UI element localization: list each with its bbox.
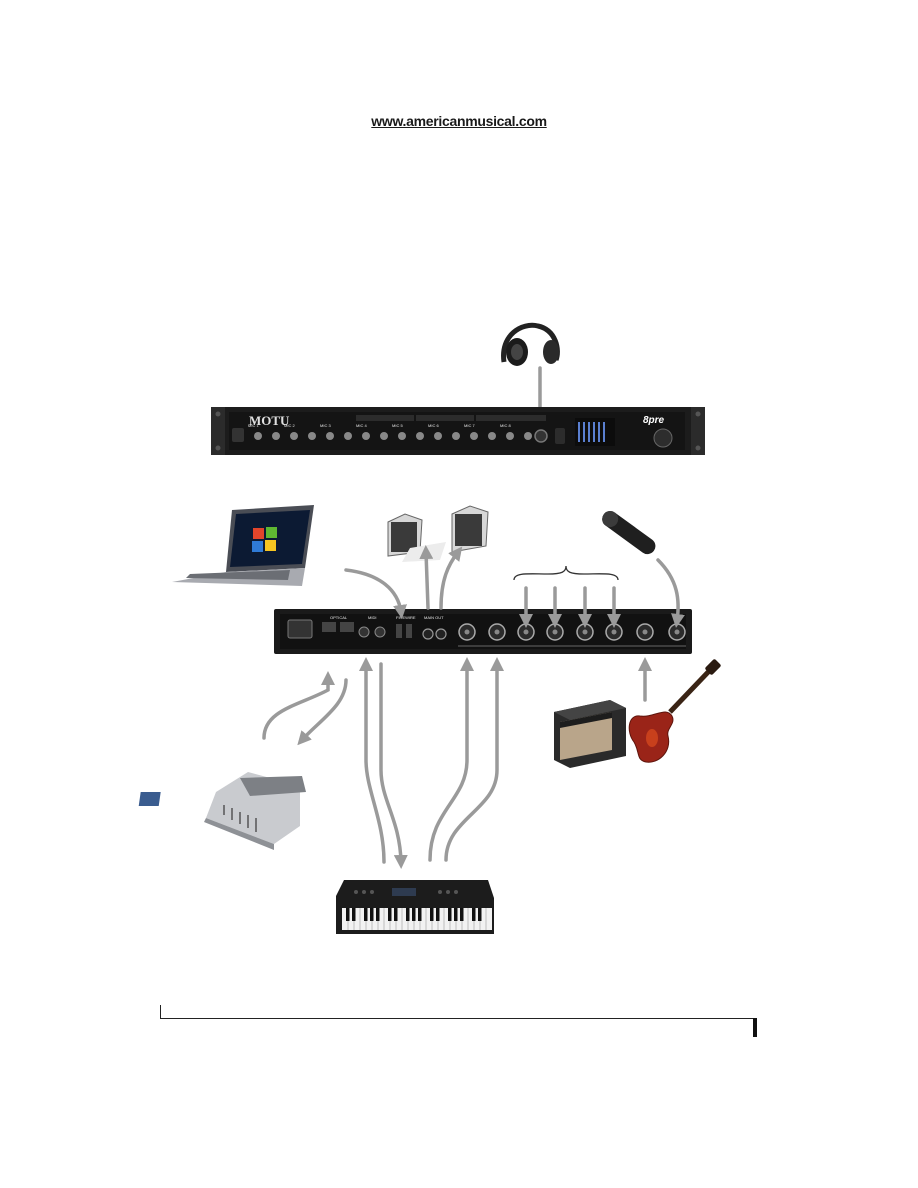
front-label-mic-5: MIC 5 [392, 423, 403, 428]
firewire-port-2 [406, 624, 412, 638]
rear-label-midi: MIDI [368, 615, 376, 620]
device-model-logo: 8pre [643, 415, 665, 426]
front-label-mic-8: MIC 8 [500, 423, 511, 428]
volume-knob [653, 428, 673, 448]
keyboard-audio-cable-2 [444, 657, 504, 862]
firewire-cable-laptop [344, 568, 407, 619]
mic-preamp-6 [434, 432, 460, 440]
midi-in-port [358, 626, 370, 638]
website-url-link[interactable]: www.americanmusical.com [371, 113, 547, 129]
mic-preamp-7 [470, 432, 496, 440]
mic-preamp-8 [506, 432, 532, 440]
optical-in-port [322, 622, 336, 632]
mic-preamp-1 [254, 432, 280, 440]
front-label-mic-3: MIC 3 [320, 423, 331, 428]
digital-mixer-icon [138, 772, 306, 850]
studio-monitor-right-icon [451, 505, 489, 553]
mic-preamp-4 [362, 432, 388, 440]
keyboard-audio-cable-1 [428, 657, 474, 862]
midi-out-port [374, 626, 386, 638]
device-brand-label: MOTU [249, 413, 290, 428]
guitar-amp-icon [554, 700, 626, 768]
mic-preamp-3 [326, 432, 352, 440]
midi-cable-out [359, 657, 386, 864]
page-edge-tab [753, 1018, 757, 1037]
headphones-icon [501, 322, 560, 366]
front-label-mic-6: MIC 6 [428, 423, 439, 428]
midi-cable-in [379, 662, 408, 869]
monitor-cable-right [439, 546, 463, 610]
monitor-cable-left [419, 545, 434, 610]
optical-cable-from-panel [297, 678, 348, 746]
laptop-icon [172, 505, 314, 586]
mic-preamp-5 [398, 432, 424, 440]
front-label-mic-1: MIC 1 [248, 423, 259, 428]
electric-guitar-icon [628, 659, 721, 763]
front-label-mic-7: MIC 7 [464, 423, 475, 428]
motu-8pre-front-panel: MOTU MIC 1 MIC 2 MIC 3 MIC 4 MIC 5 MIC 6… [211, 407, 705, 455]
motu-8pre-rear-panel: OPTICAL MIDI FIREWIRE MAIN OUT [274, 609, 692, 654]
front-label-mic-2: MIC 2 [284, 423, 295, 428]
level-meters [575, 418, 615, 446]
rear-label-firewire: FIREWIRE [396, 615, 416, 620]
rear-label-main-out: MAIN OUT [424, 615, 444, 620]
footer-left-tick [160, 1005, 161, 1019]
microphone-cable [656, 558, 685, 628]
mic-preamp-2 [290, 432, 316, 440]
main-out-right-jack [435, 628, 447, 640]
front-label-mic-4: MIC 4 [356, 423, 367, 428]
headphone-jack [534, 429, 548, 443]
microphone-icon [602, 511, 656, 555]
main-out-left-jack [422, 628, 434, 640]
inputs-group-bracket [513, 565, 619, 581]
firewire-port-1 [396, 624, 402, 638]
rear-label-optical: OPTICAL [330, 615, 348, 620]
power-inlet [287, 619, 313, 639]
optical-cable-to-panel [262, 671, 335, 740]
optical-out-port [340, 622, 354, 632]
midi-keyboard-icon [336, 880, 494, 934]
studio-monitor-left-icon [387, 513, 446, 562]
footer-rule [160, 1018, 756, 1019]
